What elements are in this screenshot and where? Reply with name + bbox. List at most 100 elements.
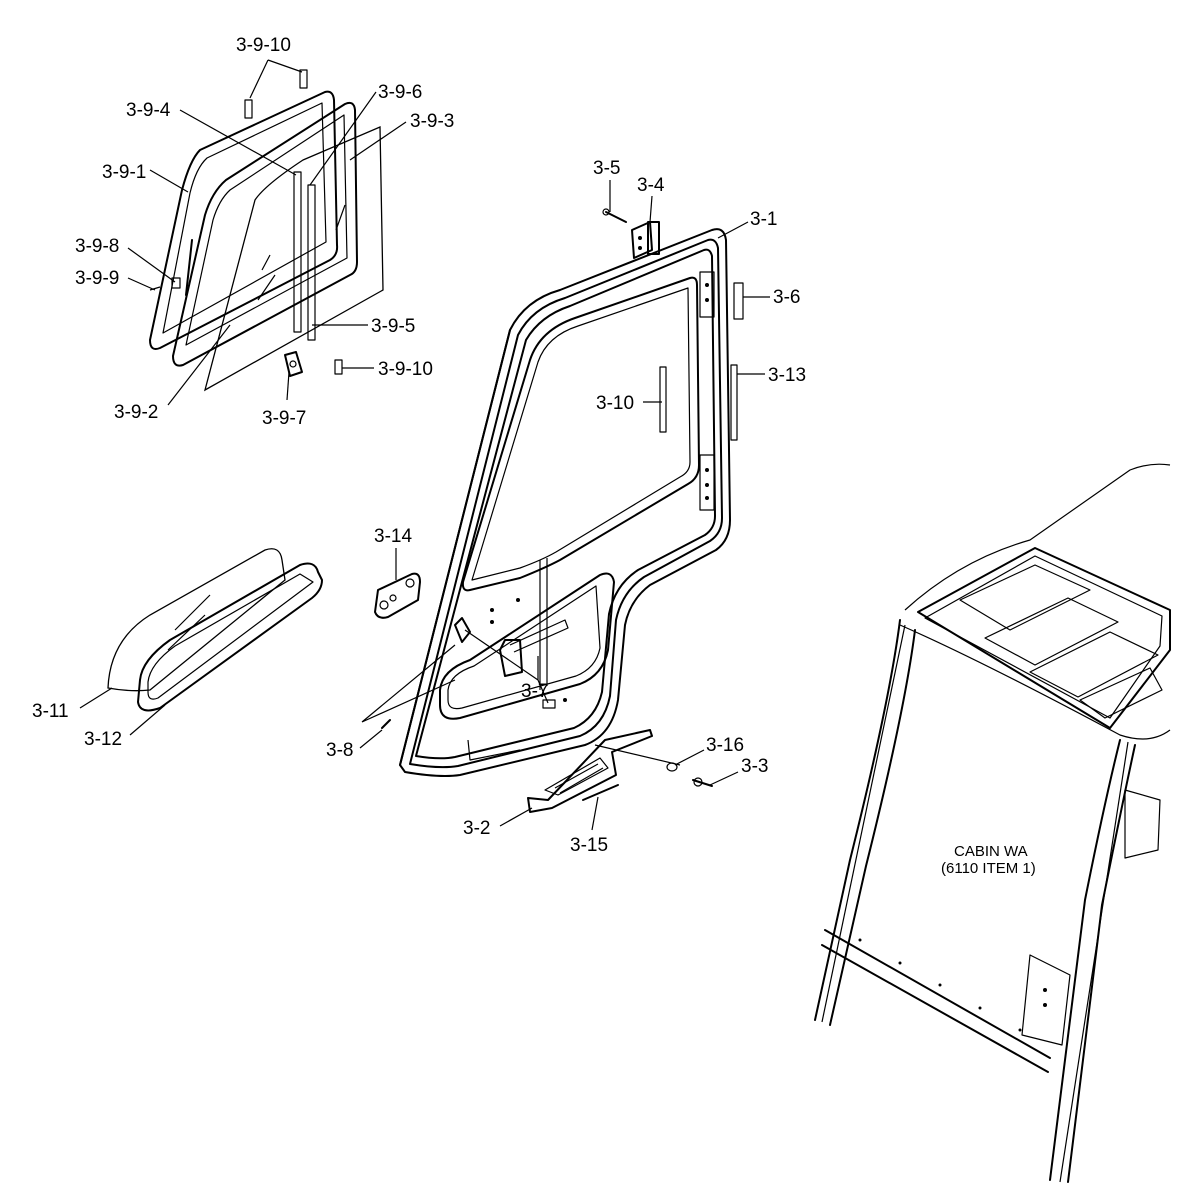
callout-3-9-5: 3-9-5: [371, 316, 415, 337]
clip-3-9-10-b: [299, 69, 308, 89]
cabin-rear-pillar-inner: [1059, 741, 1129, 1183]
hole: [638, 236, 642, 240]
door-window-opening-inner: [471, 287, 691, 581]
hole: [516, 598, 520, 602]
leader-3-3: [709, 771, 739, 786]
bolt-3-3: [692, 777, 713, 787]
hinge-plate-upper: [699, 271, 715, 318]
hinge-3-4: [631, 221, 660, 259]
rivet: [1043, 1003, 1047, 1007]
door-edge-layer-3: [415, 248, 716, 760]
cabin-roof-rack-inner: [924, 555, 1163, 719]
door-lower-opening-inner: [447, 585, 601, 710]
leader-3-12: [129, 704, 166, 736]
cabin-roof-panel-1: [959, 564, 1091, 631]
sliding-window-assembly: [149, 69, 384, 392]
callout-3-9-6: 3-9-6: [378, 82, 422, 103]
cabin-roof-panel-4: [1079, 667, 1163, 719]
cabin-front-pillar-inner: [821, 624, 906, 1023]
callout-3-6: 3-6: [773, 287, 800, 308]
latch-3-9-7: [284, 351, 303, 377]
door-left-rail: [399, 329, 511, 766]
bracket-bolt: [389, 594, 397, 602]
cabin-front-pillar: [814, 619, 916, 1026]
plate-3-6: [733, 282, 744, 320]
hole: [705, 468, 709, 472]
callout-3-8: 3-8: [326, 740, 353, 761]
lock-handle: [499, 639, 523, 677]
callout-labels: 3-9-10 3-9-4 3-9-6 3-9-3 3-9-1 3-9-8 3-9…: [32, 35, 806, 856]
stop-3-9-8: [171, 277, 181, 289]
cabin-roof-lower-edge: [899, 624, 1171, 740]
leader-3-4: [649, 195, 653, 223]
step-3-2-tread: [544, 757, 609, 796]
leader-3-9-10-top: [249, 59, 303, 99]
leader-3-15: [591, 796, 599, 831]
door-left-rail-inner-2: [415, 339, 527, 757]
cabin-rear-plate: [1021, 954, 1071, 1046]
lock-latch-left: [454, 617, 471, 643]
door-left-rail-inner: [409, 334, 519, 765]
rivet: [898, 961, 902, 965]
hole: [705, 283, 709, 287]
callout-3-12: 3-12: [84, 729, 122, 750]
bracket-bolt: [405, 578, 415, 588]
leader-3-9-1: [149, 169, 189, 193]
guide-3-9-4: [293, 171, 302, 333]
callout-3-11: 3-11: [32, 701, 69, 722]
guide-3-9-5: [307, 184, 316, 341]
cabin-rear-pillar: [1049, 739, 1136, 1183]
leader-3-1: [717, 221, 749, 239]
bolt-3-5: [602, 208, 627, 223]
leader-3-8: [359, 729, 383, 749]
callout-3-10: 3-10: [596, 393, 634, 414]
bracket-bolt: [379, 600, 389, 610]
rivet: [978, 1006, 982, 1010]
rivet: [938, 983, 942, 987]
callout-3-9-1: 3-9-1: [102, 162, 146, 183]
bolt-3-5-head: [602, 208, 610, 216]
cabin-side-plate: [1124, 789, 1161, 859]
cabin-note: CABIN WA (6110 ITEM 1): [941, 843, 1036, 877]
callout-3-9-8: 3-9-8: [75, 236, 119, 257]
lock-rod: [509, 619, 569, 653]
door-outer-edge: [399, 228, 731, 777]
callout-3-9-10-top: 3-9-10: [236, 35, 291, 56]
frame-3-9-6: [172, 101, 358, 367]
callout-3-4: 3-4: [637, 175, 665, 196]
hole: [490, 608, 494, 612]
clip-3-9-10-a: [244, 99, 253, 119]
bolt-3-3-head: [693, 777, 703, 787]
leader-3-9-3: [349, 121, 407, 161]
cabin-wa: [814, 463, 1171, 1183]
door-edge-layer-2: [409, 238, 723, 769]
step-3-2-body: [527, 729, 653, 813]
callout-3-1: 3-1: [750, 209, 777, 230]
bolt-3-3-shank: [692, 779, 713, 787]
leader-3-7: [464, 629, 549, 704]
callout-3-13: 3-13: [768, 365, 806, 386]
hinge-plate-lower: [699, 454, 715, 511]
callout-3-9-9: 3-9-9: [75, 268, 119, 289]
leader-3-9-9: [127, 277, 156, 291]
callout-3-5: 3-5: [593, 158, 620, 179]
rivet: [1018, 1028, 1022, 1032]
hole: [638, 246, 642, 250]
cabin-note-line-1: CABIN WA: [954, 843, 1028, 860]
callout-3-2: 3-2: [463, 818, 490, 839]
callout-3-9-2: 3-9-2: [114, 402, 158, 423]
leader-3-11: [79, 687, 113, 709]
leader-step-washer: [594, 744, 681, 766]
leader-3-9-6: [309, 91, 377, 186]
seal-3-9-8: [185, 239, 193, 296]
door-frame-3-1: [399, 228, 731, 777]
cabin-roof-panel-2: [984, 597, 1119, 666]
hole: [705, 483, 709, 487]
hole: [563, 698, 567, 702]
hole: [705, 496, 709, 500]
step-3-2-grip: [554, 763, 604, 794]
door-centre-rod: [539, 558, 548, 690]
rivet: [1043, 988, 1047, 992]
bracket-3-14: [374, 572, 421, 619]
